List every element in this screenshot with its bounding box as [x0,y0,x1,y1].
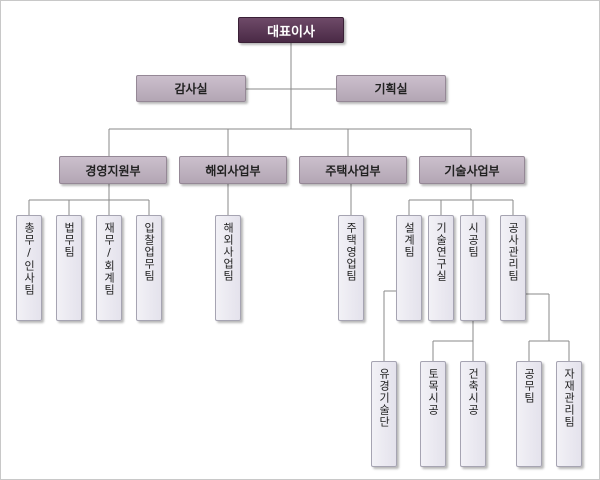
ceo-label: 대표이사 [267,24,315,40]
team-tech-research-lab: 기술연구실 [428,215,454,321]
team-construction-management: 공사관리팀 [500,215,526,321]
subteam-public-works: 공무팀 [516,361,542,467]
subteam-label: 유경기술단 [377,368,391,428]
team-bidding: 입찰업무팀 [136,215,162,321]
division-label: 해외사업부 [205,163,261,178]
team-construction: 시공팀 [460,215,486,321]
subteam-label: 자재관리팀 [562,368,576,428]
team-finance-accounting: 재무/회계팀 [96,215,122,321]
subteam-label: 공무팀 [522,368,536,404]
team-general-affairs-hr: 총무/인사팀 [16,215,42,321]
subteam-civil-construction: 토목시공 [420,361,446,467]
team-label: 입찰업무팀 [142,222,156,282]
subteam-label: 토목시공 [426,368,440,416]
planning-office-label: 기획실 [374,82,408,96]
subteam-building-construction: 건축시공 [460,361,486,467]
subteam-materials-management: 자재관리팀 [556,361,582,467]
team-housing-sales: 주택영업팀 [338,215,364,321]
team-label: 설계팀 [402,222,416,258]
subteam-yukyung-tech: 유경기술단 [371,361,397,467]
team-label: 재무/회계팀 [102,222,116,296]
audit-office-label: 감사실 [174,82,208,96]
team-label: 주택영업팀 [344,222,358,282]
team-legal: 법무팀 [56,215,82,321]
planning-office-box: 기획실 [336,75,446,102]
division-label: 경영지원부 [85,163,141,178]
team-overseas-business: 해외사업팀 [215,215,241,321]
audit-office-box: 감사실 [136,75,246,102]
division-technology-business: 기술사업부 [419,156,525,184]
team-label: 해외사업팀 [221,222,235,282]
division-label: 기술사업부 [444,163,500,178]
team-label: 시공팀 [466,222,480,258]
subteam-label: 건축시공 [466,368,480,416]
division-overseas-business: 해외사업부 [179,156,287,184]
division-label: 주택사업부 [325,163,381,178]
team-label: 공사관리팀 [506,222,520,282]
team-label: 법무팀 [62,222,76,258]
team-label: 총무/인사팀 [22,222,36,296]
team-label: 기술연구실 [434,222,448,282]
division-management-support: 경영지원부 [59,156,167,184]
division-housing-business: 주택사업부 [299,156,407,184]
team-design: 설계팀 [396,215,422,321]
ceo-box: 대표이사 [238,17,344,43]
